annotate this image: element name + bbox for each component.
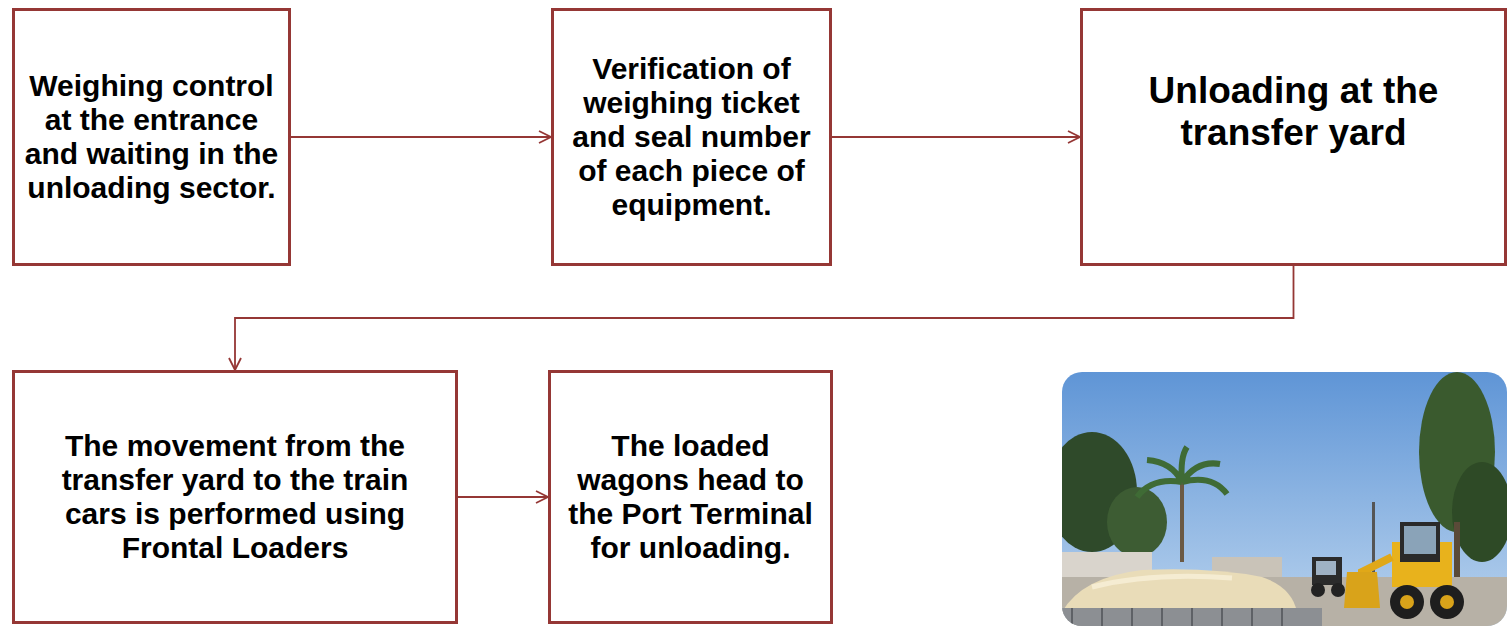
step-text: Weighing control at the entrance and wai… — [23, 69, 280, 205]
process-box: The loaded wagons head to the Port Termi… — [548, 370, 833, 624]
flow-arrow — [291, 136, 551, 138]
flow-arrow — [458, 496, 548, 498]
flow-arrow — [235, 266, 1294, 370]
process-box: Verification of weighing ticket and seal… — [551, 8, 832, 266]
flow-arrow — [832, 136, 1080, 138]
step-text: Verification of weighing ticket and seal… — [562, 52, 821, 221]
process-box: The movement from the transfer yard to t… — [12, 370, 458, 624]
step-text: The movement from the transfer yard to t… — [55, 429, 415, 565]
process-box: Weighing control at the entrance and wai… — [12, 8, 291, 266]
step-text: The loaded wagons head to the Port Termi… — [561, 429, 820, 565]
step-text: Unloading at the transfer yard — [1103, 70, 1484, 154]
yard-photo — [1062, 372, 1507, 626]
process-box: Unloading at the transfer yard — [1080, 8, 1507, 266]
